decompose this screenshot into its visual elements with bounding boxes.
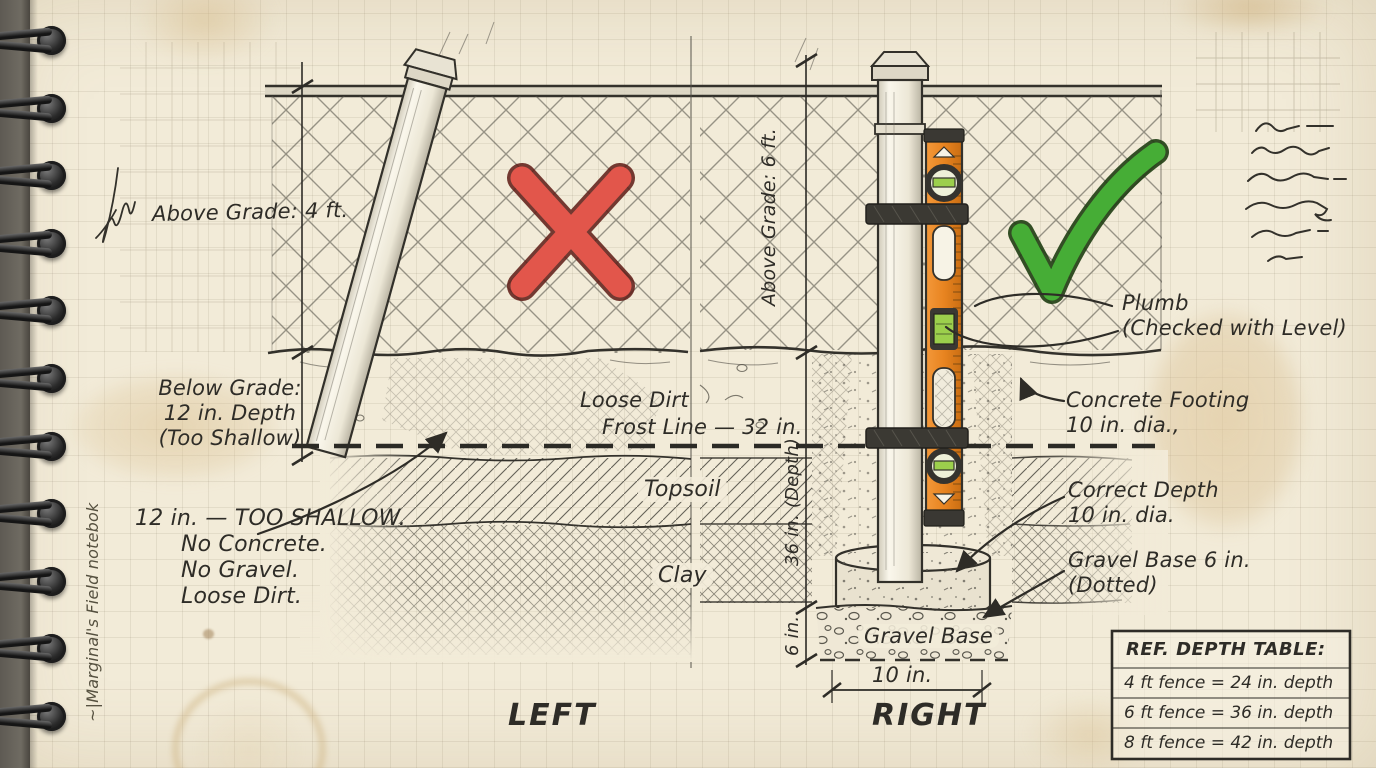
signature-scribble [95,167,136,243]
plumb-post [869,51,931,584]
too-shallow-callout: 12 in. — TOO SHALLOW. No Concrete. No Gr… [135,506,406,610]
ref-depth-table-box [1110,629,1352,761]
illegible-scribbles [1245,122,1347,262]
ref-table-title: REF. DEPTH TABLE: [1126,639,1326,660]
chain-link-mesh-left [272,96,690,353]
spiral-ring [0,495,70,533]
footing-line: Concrete Footing [1066,388,1250,412]
below-grade-left-label: Below Grade: 12 in. Depth (Too Shallow) [132,376,328,450]
topsoil-label: Topsoil [638,477,727,503]
margin-note: ~|Marginal's Field notebok [83,502,102,722]
spiral-ring [0,360,70,398]
spiral-ring [0,157,70,195]
footing-line: 10 in. dia., [1066,412,1180,437]
above-grade-right-label: Above Grade: 6 ft. [758,128,780,306]
construction-marks [437,21,819,71]
loose-dirt-label: Loose Dirt [580,388,689,412]
spiral-ring [0,225,70,263]
correct-depth-line: Correct Depth [1068,478,1219,502]
below-grade-line: Below Grade: [158,376,302,400]
gravel-note-line: Gravel Base 6 in. [1068,548,1251,572]
plumb-callout: Plumb (Checked with Level) [1122,291,1347,341]
gravel-dimension-label: 6 in. [782,615,803,656]
below-grade-line: (Too Shallow) [158,425,302,450]
correct-depth-callout: Correct Depth 10 in. dia. [1068,478,1219,528]
gravel-note-callout: Gravel Base 6 in. (Dotted) [1068,548,1251,598]
ref-table-row: 4 ft fence = 24 in. depth [1124,673,1334,693]
spiral-ring [0,563,70,601]
correct-check-icon [1008,139,1169,304]
above-grade-left-label: Above Grade: 4 ft. [151,197,349,227]
fence-top-rail [265,84,1162,98]
gravel-base-text: Gravel Base [858,624,999,648]
callout-line: 12 in. — TOO SHALLOW. [135,506,406,531]
frost-line-label: Frost Line — 32 in. [602,415,803,439]
depth-dimension-label: 36 in. (Depth) [782,437,803,566]
callout-line: No Gravel. [181,557,300,583]
wrong-x-icon [507,163,635,301]
coffee-drop-stain [203,629,214,639]
soil-fade [300,592,695,662]
clay-text: Clay [652,563,713,588]
right-caption: RIGHT [872,698,987,733]
topsoil-text: Topsoil [638,477,727,502]
gravel-note-line: (Dotted) [1068,572,1158,597]
left-caption: LEFT [508,698,597,733]
leader-lines [256,292,1120,619]
spiral-ring [0,90,70,128]
correct-depth-line: 10 in. dia. [1068,502,1175,527]
spiral-ring [0,22,70,60]
spiral-binding [0,0,80,768]
callout-line: No Concrete. [181,531,327,557]
gravel-base-label: Gravel Base [858,624,999,649]
ref-table-row: 6 ft fence = 36 in. depth [1124,703,1334,723]
spirit-level [923,128,965,527]
plumb-line: Plumb [1122,291,1189,315]
callout-line: Loose Dirt. [181,583,303,609]
spiral-ring [0,292,70,330]
footing-callout: Concrete Footing 10 in. dia., [1066,388,1249,438]
loose-dirt-pocket-left [327,358,765,456]
leaning-post [305,48,458,459]
spiral-ring [0,698,70,736]
spiral-ring [0,630,70,668]
ref-table-row: 8 ft fence = 42 in. depth [1124,733,1334,753]
soil-fade [1040,450,1168,615]
clay-label: Clay [652,563,713,589]
spiral-ring [0,428,70,466]
level-straps [865,203,969,449]
pencil-grid-patch [120,32,1340,352]
width-dimension-label: 10 in. [872,663,933,687]
dimension-lines [291,52,992,703]
plumb-line: (Checked with Level) [1122,315,1347,340]
below-grade-line: 12 in. Depth [163,400,297,425]
